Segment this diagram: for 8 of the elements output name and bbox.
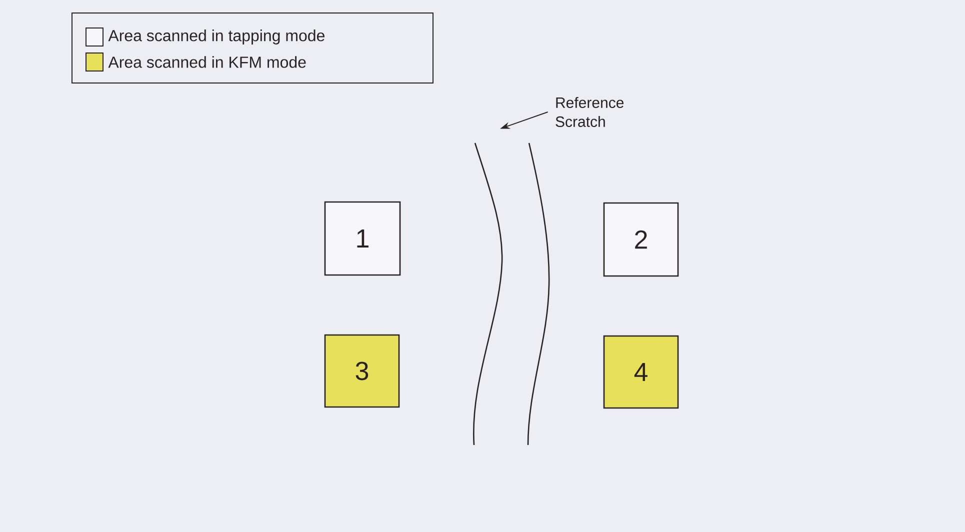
scan-area-box: 2 xyxy=(603,202,679,277)
legend-label: Area scanned in tapping mode xyxy=(108,30,324,44)
annotation-label: Reference Scratch xyxy=(556,97,624,127)
scan-area-box: 1 xyxy=(324,201,401,276)
scan-area-box: 4 xyxy=(603,335,679,409)
scan-area-box: 3 xyxy=(324,334,400,408)
scratch-drawing xyxy=(473,142,550,446)
legend-label: Area scanned in KFM mode xyxy=(108,56,306,68)
